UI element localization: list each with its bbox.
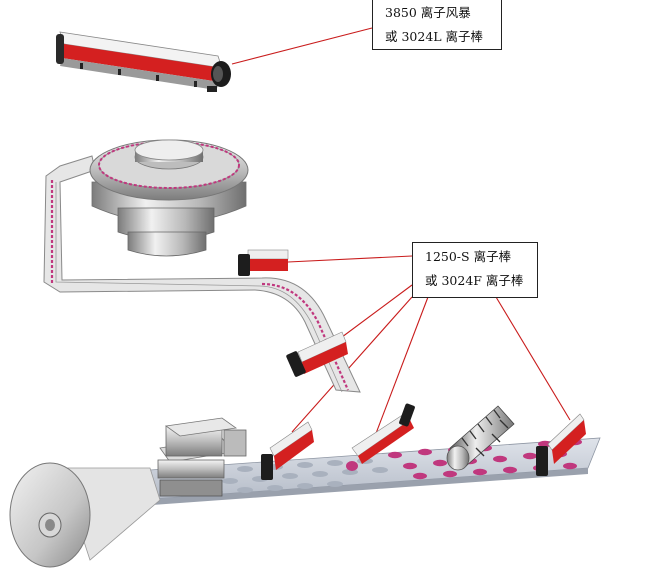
leader-line-top [231, 27, 373, 65]
callout-mid-line1: 1250-S 离子棒 [425, 249, 512, 264]
ionizer-small [238, 249, 289, 276]
callout-top-line2: 或 3024L 离子棒 [385, 29, 484, 44]
ionizer-bar-top [56, 31, 231, 92]
ionizer-chute [286, 331, 348, 377]
leader-line-right-bar [495, 296, 571, 421]
callout-mid-line2: 或 3024F 离子棒 [425, 273, 524, 288]
callout-top-line1: 3850 离子风暴 [385, 5, 471, 20]
sealing-machine [157, 417, 247, 497]
leader-line-left-bar [291, 296, 413, 433]
leader-line-small-bar [287, 255, 413, 263]
leader-line-chute-bar [337, 284, 413, 341]
leader-lines [231, 27, 571, 437]
bowl-feeder [43, 139, 361, 393]
ionizer-belt-left [261, 421, 314, 480]
ionizer-belt-right [536, 413, 586, 476]
ionizer-belt-tilted [351, 403, 415, 464]
callout-mid-ionizer-label: 1250-S 离子棒 或 3024F 离子棒 [412, 242, 538, 298]
film-roll [9, 462, 161, 568]
leader-line-tilted-bar [374, 296, 429, 437]
brush-roller [446, 405, 515, 471]
callout-top-ionizer-label: 3850 离子风暴 或 3024L 离子棒 [372, 0, 502, 50]
